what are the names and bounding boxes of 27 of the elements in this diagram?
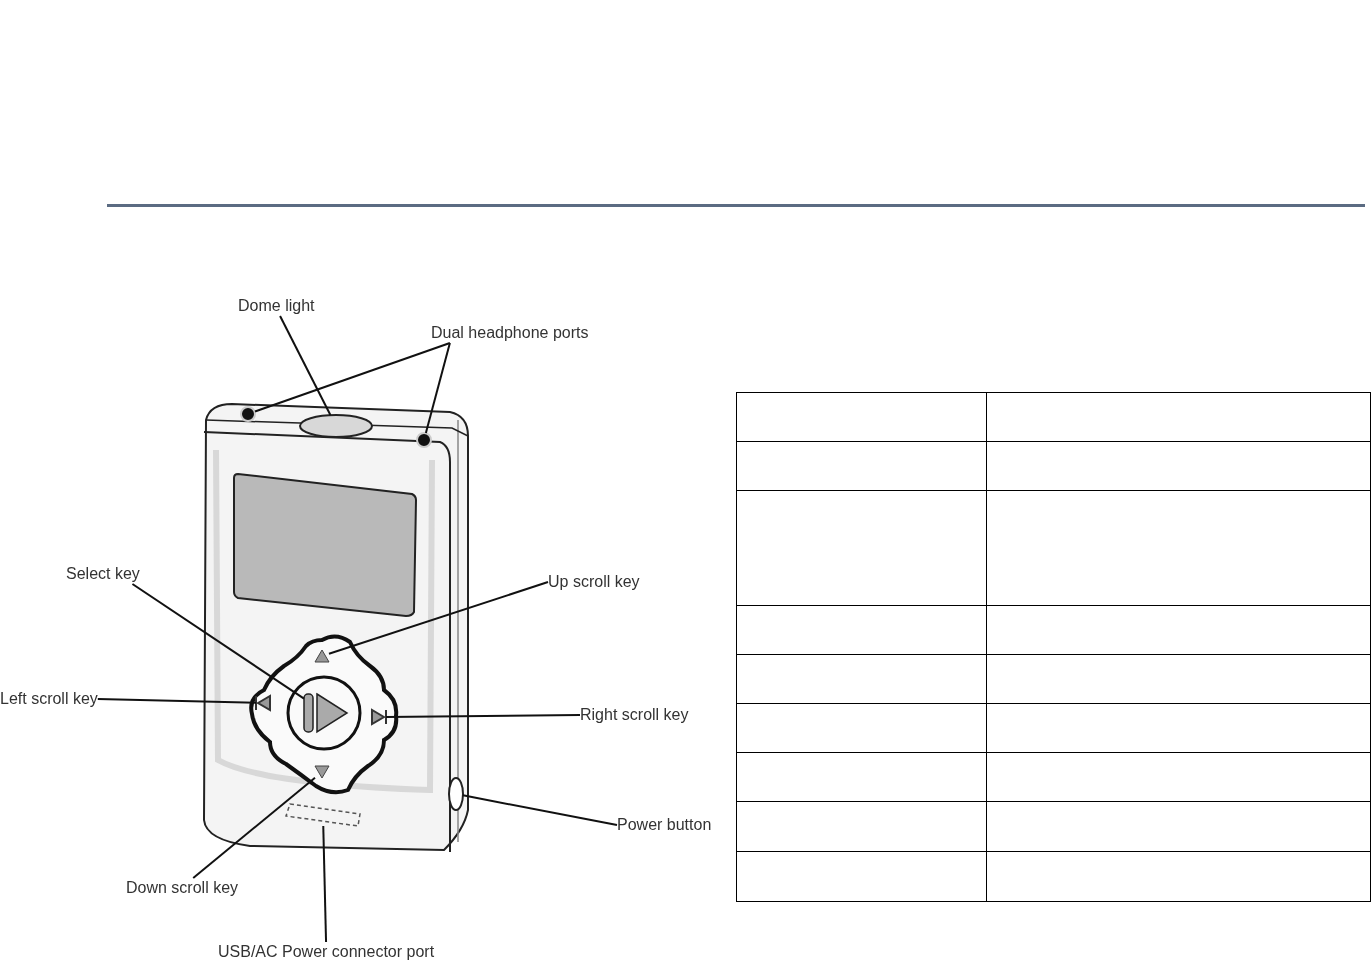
part-label: Select key bbox=[66, 565, 140, 582]
leader-line bbox=[254, 342, 451, 413]
dome-light bbox=[299, 414, 373, 438]
connector-port bbox=[285, 803, 361, 827]
headphone-port bbox=[416, 432, 432, 448]
headphone-port bbox=[240, 406, 256, 422]
part-label: Power button bbox=[617, 816, 712, 833]
leader-line bbox=[96, 698, 257, 704]
leader-line bbox=[192, 776, 316, 879]
part-label: Down scroll key bbox=[126, 879, 239, 896]
leader-line bbox=[462, 794, 618, 826]
part-label: Right scroll key bbox=[580, 706, 689, 723]
down-arrow-key bbox=[314, 765, 330, 779]
next-key bbox=[371, 708, 387, 725]
leader-line bbox=[424, 342, 451, 434]
previous-key bbox=[255, 694, 271, 711]
up-arrow-key bbox=[314, 649, 330, 663]
part-label: USB/AC Power connector port bbox=[218, 943, 435, 960]
leader-line bbox=[131, 583, 305, 700]
part-label: Dual headphone ports bbox=[431, 324, 589, 341]
play-pause-key bbox=[303, 692, 349, 734]
part-label: Dome light bbox=[238, 297, 315, 314]
leader-line bbox=[279, 315, 332, 416]
leader-line bbox=[385, 714, 581, 718]
part-label: Up scroll key bbox=[548, 573, 640, 590]
part-label: Left scroll key bbox=[0, 690, 98, 707]
leader-line bbox=[322, 825, 328, 943]
